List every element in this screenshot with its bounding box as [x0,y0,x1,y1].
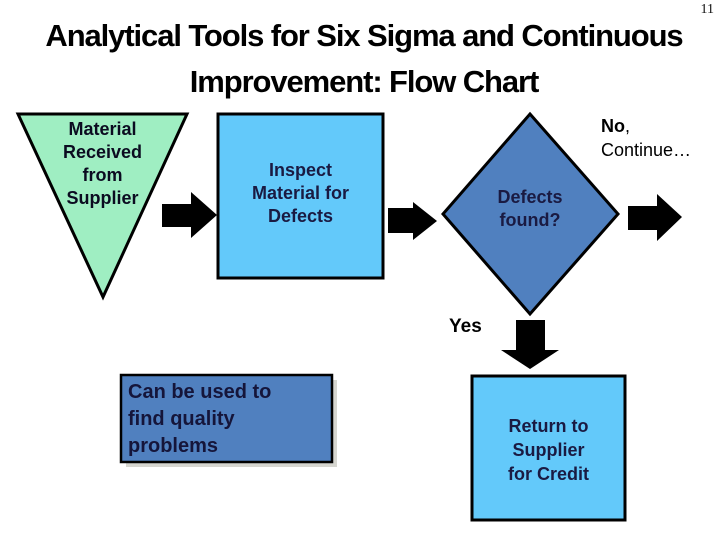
decision-diamond-label: Defects found? [497,187,563,230]
start-triangle-label: Material Received from Supplier [62,119,143,208]
start-triangle-shape [15,112,190,301]
arrow-no-continue-icon [628,194,682,241]
return-process-shape [470,374,627,522]
no-branch-line2: Continue… [601,140,692,160]
inspect-process-shape [216,112,385,280]
inspect-process-label: Inspect Material for Defects [251,160,350,226]
page-number: 11 [700,2,714,17]
no-word: No [601,116,625,136]
slide-title-line1: Analytical Tools for Six Sigma and Conti… [45,18,683,53]
no-punct: , [625,116,631,136]
slide-title: Analytical Tools for Six Sigma and Conti… [0,13,728,105]
yes-branch-label: Yes [449,316,482,337]
arrow-inspect-to-decision-icon [388,202,437,240]
note-box-shape [119,373,334,464]
return-process-label: Return to Supplier for Credit [508,416,589,484]
slide-title-line2: Improvement: Flow Chart [189,64,540,99]
decision-diamond-shape [441,111,620,317]
note-label: Can be used to find quality problems [128,381,272,457]
no-branch-line1: No, [601,114,726,138]
no-branch-label: No, Continue… [601,114,726,162]
arrow-yes-down-icon [501,320,559,369]
arrow-start-to-inspect-icon [162,192,217,238]
